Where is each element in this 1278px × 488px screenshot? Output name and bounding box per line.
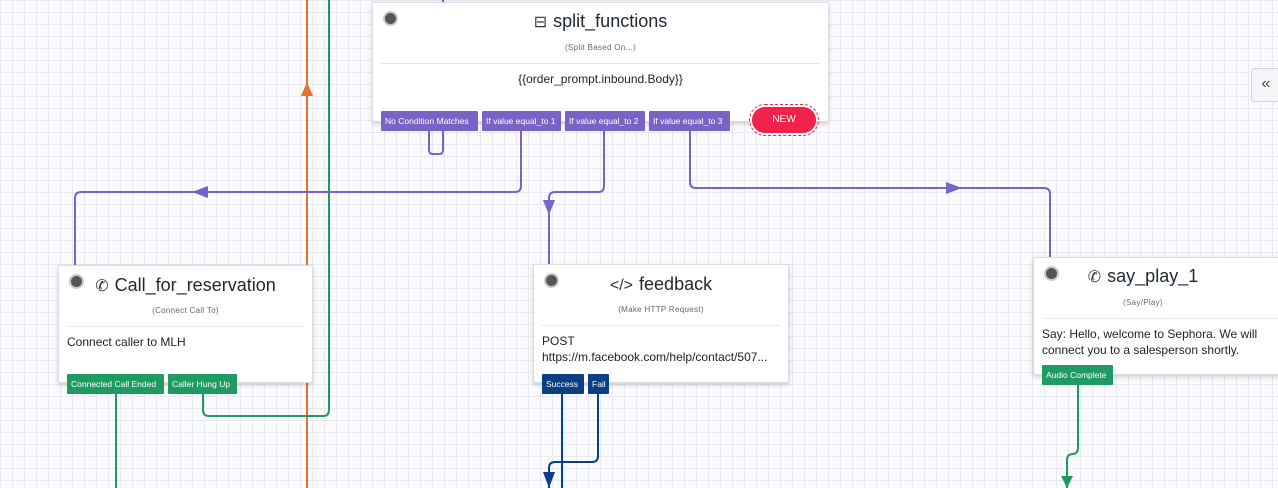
- node-split-functions[interactable]: ⊟ split_functions (Split Based On...) {{o…: [372, 2, 829, 122]
- port-if-value-equal-to-2[interactable]: If value equal_to 2: [565, 111, 645, 131]
- divider: [542, 325, 780, 326]
- node-call-for-reservation[interactable]: ✆Call_for_reservation (Connect Call To) …: [58, 265, 313, 383]
- wire-purple-eq1: [74, 131, 522, 266]
- node-title: ✆ Call_for_reservation: [59, 275, 312, 296]
- node-subtitle: (Make HTTP Request): [618, 305, 704, 314]
- port-no-condition-matches[interactable]: No Condition Matches: [381, 111, 478, 131]
- node-body: {{order_prompt.inbound.Body}}: [518, 72, 683, 86]
- wire-arrowhead: [1061, 476, 1073, 488]
- wire-arrowhead: [192, 186, 208, 198]
- node-subtitle: (Say/Play): [1123, 298, 1163, 307]
- node-title: ✆ say_play_1: [994, 266, 1278, 287]
- node-subtitle: (Connect Call To): [152, 306, 219, 315]
- node-title-text: Call_for_reservation: [114, 275, 276, 295]
- node-select-dot[interactable]: [544, 273, 559, 288]
- wire-green-caller-hung-up: [202, 0, 330, 417]
- collapse-panel-button[interactable]: «: [1251, 68, 1278, 102]
- code-icon: </>: [609, 277, 634, 294]
- node-body: Say: Hello, welcome to Sephora. We will …: [1042, 327, 1258, 357]
- divider: [381, 63, 820, 64]
- node-say-play-1[interactable]: ✆ say_play_1 (Say/Play) Say: Hello, welco…: [1033, 257, 1278, 375]
- http-method: POST: [542, 334, 575, 348]
- port-if-value-equal-to-3[interactable]: If value equal_to 3: [649, 111, 730, 131]
- phone-icon: ✆: [1087, 269, 1102, 286]
- phone-icon: ✆: [95, 278, 109, 295]
- port-success[interactable]: Success: [542, 374, 584, 394]
- node-body: Connect caller to MLH: [67, 335, 186, 349]
- port-fail[interactable]: Fail: [588, 374, 609, 394]
- node-body: POST https://m.facebook.com/help/contact…: [542, 333, 776, 365]
- wire-green-audio-complete: [1066, 385, 1079, 488]
- node-title: ⊟ split_functions: [373, 11, 828, 32]
- wire-arrowhead: [543, 200, 555, 215]
- wire-arrowhead: [946, 182, 962, 194]
- divider: [1042, 318, 1278, 319]
- port-connected-call-ended[interactable]: Connected Call Ended: [67, 374, 164, 394]
- node-feedback[interactable]: </> feedback (Make HTTP Request) POST htt…: [533, 264, 789, 383]
- wire-blue-fail: [548, 394, 599, 488]
- new-transition-button[interactable]: NEW: [749, 104, 819, 136]
- wire-arrowhead: [543, 472, 555, 488]
- node-title-text: split_functions: [553, 11, 668, 31]
- http-url: https://m.facebook.com/help/contact/507.…: [542, 350, 768, 364]
- wire-purple-eq3: [689, 131, 1051, 258]
- node-title-text: feedback: [639, 274, 713, 294]
- node-subtitle: (Split Based On...): [564, 43, 637, 52]
- wire-purple-eq2: [548, 131, 605, 264]
- node-title-text: say_play_1: [1107, 266, 1199, 286]
- port-caller-hung-up[interactable]: Caller Hung Up: [168, 374, 237, 394]
- divider: [67, 326, 304, 327]
- node-select-dot[interactable]: [383, 11, 398, 26]
- split-icon: ⊟: [533, 14, 548, 31]
- node-select-dot[interactable]: [1044, 266, 1059, 281]
- wire-arrowhead: [301, 82, 313, 96]
- node-select-dot[interactable]: [69, 274, 84, 289]
- wire-purple-no-match: [428, 2, 444, 155]
- port-audio-complete[interactable]: Audio Complete: [1042, 365, 1113, 385]
- double-chevron-left-icon: «: [1261, 75, 1271, 92]
- port-if-value-equal-to-1[interactable]: If value equal_to 1: [482, 111, 561, 131]
- node-title: </> feedback: [534, 274, 788, 295]
